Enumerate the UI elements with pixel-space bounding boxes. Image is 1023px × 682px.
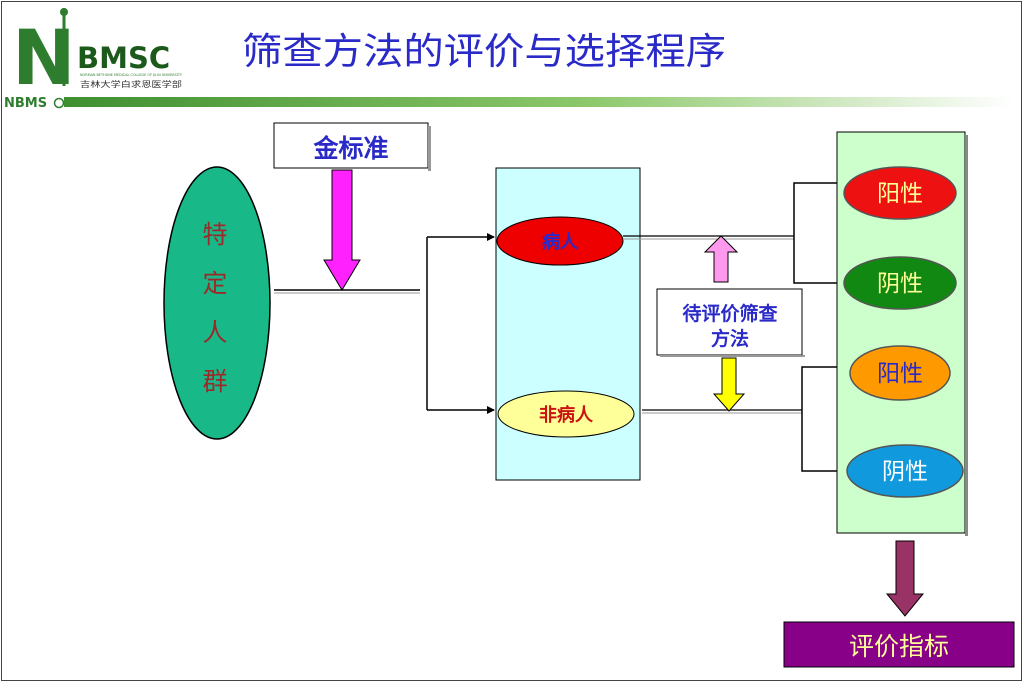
population-char-3: 人 [202, 318, 227, 347]
result-positive-1-label: 阳性 [877, 181, 923, 207]
header-abbrev: NBMS [4, 96, 47, 111]
logo-tagline: NORMAN BETHUNE MEDICAL COLLEGE OF JILIN … [80, 73, 183, 77]
test-method-line-2: 方法 [711, 327, 749, 350]
test-method-box-shadow [660, 355, 805, 357]
output-arrow [885, 540, 925, 617]
population-ellipse [163, 166, 271, 440]
logo-name: BMSC [77, 41, 170, 75]
result-negative-1-label: 阴性 [877, 271, 923, 297]
logo: N BMSC NORMAN BETHUNE MEDICAL COLLEGE OF… [12, 8, 183, 102]
test-method-line-1: 待评价筛查 [682, 302, 778, 325]
population-char-1: 特 [202, 220, 227, 249]
result-positive-2 [849, 345, 951, 401]
results-box-shadow [965, 135, 968, 536]
population-char-4: 群 [202, 367, 227, 396]
population-char-2: 定 [202, 269, 227, 298]
result-positive-2-label: 阳性 [877, 361, 923, 387]
gold-standard-box-shadow [428, 126, 431, 171]
gold-standard-arrow [323, 169, 361, 291]
logo-mark: N [12, 13, 76, 102]
diseased-result-bracket [793, 182, 838, 284]
result-positive-1 [843, 166, 957, 220]
result-negative-2-label: 阴性 [882, 459, 928, 485]
test-up-arrow [703, 235, 739, 283]
logo-subtitle: 吉林大学白求恩医学部 [80, 79, 182, 89]
header-bar [64, 97, 1014, 107]
gold-standard-box [273, 122, 429, 169]
header-abbrev-mark [53, 97, 65, 109]
non-diseased-result-bracket [801, 366, 838, 472]
non-diseased-label: 非病人 [539, 404, 594, 426]
indicators-box [783, 621, 1015, 668]
test-down-arrow [712, 357, 746, 412]
diseased-ellipse [496, 216, 624, 266]
non-diseased-ellipse [497, 390, 635, 438]
diseased-label: 病人 [542, 231, 579, 253]
result-negative-1 [843, 256, 957, 310]
page-title: 筛查方法的评价与选择程序 [242, 30, 726, 73]
indicators-label: 评价指标 [849, 632, 949, 661]
test-method-box [656, 288, 803, 356]
result-negative-2 [846, 444, 964, 498]
logo-figure-head [60, 8, 68, 16]
gold-standard-label: 金标准 [312, 134, 388, 163]
